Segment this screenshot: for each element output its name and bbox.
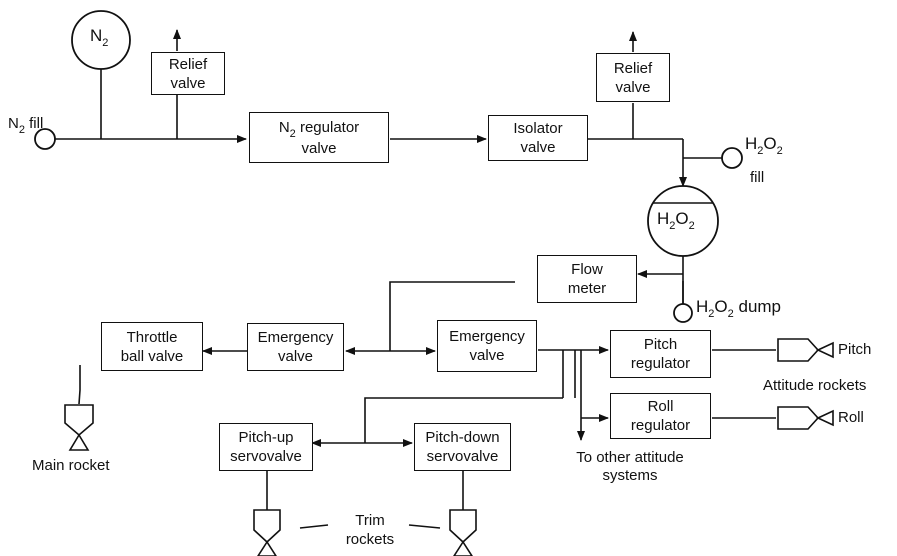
- h2o2-fill-s2: 2: [776, 145, 783, 157]
- pitch-regulator-line2: regulator: [630, 355, 691, 372]
- to-other-label-2: systems: [602, 467, 658, 484]
- pitch-up-servovalve: Pitch-up servovalve: [219, 423, 313, 471]
- pitch-regulator-line1: Pitch: [643, 336, 678, 353]
- main-rocket-label: Main rocket: [32, 457, 110, 474]
- n2-fill-label: N2 fill: [8, 114, 44, 136]
- trim-leader-left: [299, 524, 329, 529]
- pitch-label: Pitch: [838, 341, 872, 358]
- pitch-down-servovalve: Pitch-down servovalve: [414, 423, 511, 471]
- isolator-valve: Isolator valve: [488, 115, 588, 161]
- n2-regulator-suffix: regulator: [295, 118, 360, 136]
- emergency-1-line1: Emergency: [257, 329, 334, 346]
- h2o2-tank-m2: O: [675, 209, 689, 228]
- isolator-valve-line1: Isolator: [513, 120, 563, 137]
- roll-rocket-icon: [777, 406, 834, 430]
- n2-regulator-main: N: [278, 118, 290, 136]
- trim-leader-right: [408, 524, 441, 529]
- main-rocket-icon: [64, 404, 94, 451]
- flow-meter-out-line: [389, 281, 515, 351]
- roll-regulator-line2: regulator: [630, 417, 691, 434]
- throttle-line1: Throttle: [126, 328, 178, 346]
- h2o2-dump-m1: H: [696, 297, 709, 316]
- h2o2-dump-label: H2O2 dump: [696, 297, 782, 320]
- emergency-valve-2: Emergency valve: [437, 320, 537, 372]
- relief-valve-1-line2: valve: [170, 74, 206, 92]
- throttle-ball-valve: Throttle ball valve: [101, 322, 203, 371]
- flow-meter-line2: meter: [567, 280, 607, 297]
- h2o2-dump-suffix: dump: [733, 297, 782, 316]
- relief-valve-2-line2: valve: [615, 78, 651, 96]
- n2-fill-suffix: fill: [24, 115, 44, 132]
- emergency-valve-1: Emergency valve: [247, 323, 344, 371]
- h2o2-dump-m2: O: [714, 297, 728, 316]
- h2o2-tank-s1: 2: [669, 220, 676, 232]
- h2o2-fill-s1: 2: [757, 145, 764, 157]
- h2o2-dump-s1: 2: [708, 308, 715, 320]
- emergency-2-line2: valve: [469, 347, 505, 364]
- trim-rocket-right-icon: [449, 509, 477, 556]
- h2o2-fill-label: H2O2: [745, 134, 783, 157]
- emergency-2-line1: Emergency: [449, 328, 525, 345]
- trim-label-1: Trim: [355, 512, 385, 529]
- h2o2-tank-m1: H: [657, 209, 670, 228]
- trim-rocket-left-icon: [253, 509, 281, 556]
- n2-regulator-line2: valve: [301, 139, 337, 157]
- h2o2-fill-port: [721, 147, 743, 169]
- relief-valve-1-line1: Relief: [168, 55, 208, 73]
- throttle-to-rocket-line: [78, 365, 81, 405]
- h2o2-fill-word: fill: [750, 169, 765, 186]
- roll-regulator-line1: Roll: [647, 398, 674, 415]
- pitch-regulator: Pitch regulator: [610, 330, 711, 378]
- relief-valve-1: Relief valve: [151, 52, 225, 95]
- pitch-up-line1: Pitch-up: [238, 429, 294, 446]
- n2-tank-label-main: N: [90, 26, 103, 45]
- n2-regulator-line1: N2 regulator: [250, 118, 388, 140]
- relief-valve-2-line1: Relief: [613, 59, 653, 77]
- n2-tank-circle: [71, 10, 131, 70]
- h2o2-dump-port: [673, 303, 693, 323]
- attitude-rockets-label: Attitude rockets: [763, 377, 867, 394]
- h2o2-tank-label: H2O2: [657, 209, 695, 232]
- to-other-label-1: To other attitude: [576, 449, 684, 466]
- flow-meter-line1: Flow: [571, 261, 603, 278]
- emergency-1-line2: valve: [277, 348, 314, 365]
- flow-meter: Flow meter: [537, 255, 637, 303]
- n2-fill-port: [34, 128, 56, 150]
- pitch-down-line2: servovalve: [426, 448, 499, 465]
- n2-tank-label: N2: [90, 26, 109, 49]
- n2-regulator-valve: N2 regulator valve: [249, 112, 389, 163]
- h2o2-fill-m1: H: [745, 134, 758, 153]
- n2-regulator-sub: 2: [289, 127, 296, 140]
- n2-fill-sub: 2: [18, 124, 25, 136]
- h2o2-dump-s2: 2: [727, 308, 734, 320]
- h2o2-tank-s2: 2: [688, 220, 695, 232]
- isolator-valve-line2: valve: [520, 139, 556, 156]
- roll-regulator: Roll regulator: [610, 393, 711, 439]
- pitch-up-line2: servovalve: [230, 448, 302, 465]
- n2-tank-label-sub: 2: [102, 37, 109, 49]
- throttle-line2: ball valve: [120, 347, 184, 365]
- relief-valve-2: Relief valve: [596, 53, 670, 102]
- pitch-rocket-icon: [777, 338, 834, 362]
- servo-feed-line: [364, 397, 563, 443]
- roll-label: Roll: [838, 409, 864, 426]
- pitch-down-line1: Pitch-down: [425, 429, 500, 446]
- trim-label-2: rockets: [345, 531, 395, 548]
- h2o2-fill-m2: O: [763, 134, 777, 153]
- n2-fill-main: N: [8, 115, 19, 132]
